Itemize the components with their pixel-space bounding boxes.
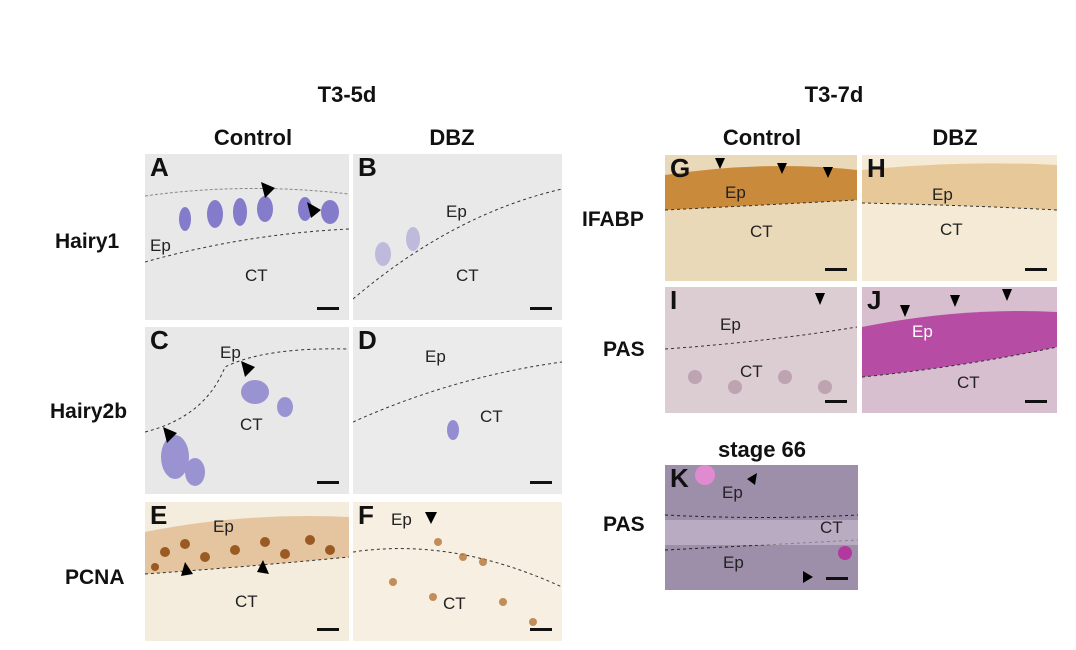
panel-letter: C [150,327,169,355]
scale-bar [1025,268,1047,271]
ep-label-lower: Ep [723,553,744,572]
ep-label: Ep [425,347,446,366]
panel-letter: E [150,502,168,530]
scale-bar [825,400,847,403]
micrograph-e: E Ep CT [145,502,349,641]
ct-label: CT [940,220,963,239]
ep-label: Ep [932,185,953,204]
ep-label: Ep [213,517,234,536]
scale-bar [1025,400,1047,403]
row-label-hairy2b: Hairy2b [50,400,128,423]
ep-label: Ep [446,202,467,221]
micrograph-b: B Ep CT [353,154,562,320]
ep-label: Ep [720,315,741,334]
column-header-control: Control [213,125,293,150]
panel-letter: J [867,287,882,315]
row-label-hairy1: Hairy1 [55,230,120,253]
stage-66-title: stage 66 [717,437,807,462]
scale-bar [826,577,848,580]
ct-label: CT [957,373,980,392]
ct-label: CT [456,266,479,285]
panel-letter: I [670,287,678,315]
ep-label: Ep [722,483,743,502]
ep-label: Ep [150,236,171,255]
row-label-ifabp: IFABP [582,208,644,231]
micrograph-a: A Ep CT [145,154,349,320]
column-header-dbz: DBZ [429,125,475,150]
row-label-pas-stage66: PAS [603,513,645,536]
ct-label: CT [750,222,773,241]
row-label-pcna: PCNA [65,566,125,589]
micrograph-c: C Ep CT [145,327,349,494]
micrograph-k: K Ep CT Ep [665,465,858,590]
ct-label: CT [235,592,258,611]
micrograph-i: I Ep CT [665,287,857,413]
group-title-t3-5d: T3-5d [317,82,377,107]
panel-letter: D [358,327,377,355]
panel-letter: G [670,155,691,183]
ep-label: Ep [391,510,412,529]
micrograph-f: F Ep CT [353,502,562,641]
scale-bar [317,481,339,484]
ct-label: CT [443,594,466,613]
column-header-control-right: Control [722,125,802,150]
panel-letter: K [670,465,689,493]
scale-bar [317,307,339,310]
ct-label: CT [740,362,763,381]
group-title-t3-7d: T3-7d [804,82,864,107]
scale-bar [317,628,339,631]
scale-bar [530,481,552,484]
scale-bar [530,307,552,310]
ct-label: CT [240,415,263,434]
ep-label: Ep [912,322,933,341]
panel-letter: F [358,502,374,530]
ct-label: CT [480,407,503,426]
ct-label: CT [820,518,843,537]
scale-bar [530,628,552,631]
panel-letter: B [358,154,377,182]
ep-label: Ep [220,343,241,362]
row-label-pas: PAS [603,338,645,361]
panel-letter: A [150,154,169,182]
ct-label: CT [245,266,268,285]
panel-letter: H [867,155,886,183]
column-header-dbz-right: DBZ [932,125,978,150]
ep-label: Ep [725,183,746,202]
micrograph-h: H Ep CT [862,155,1057,281]
micrograph-g: G Ep CT [665,155,857,281]
scale-bar [825,268,847,271]
micrograph-j: J Ep CT [862,287,1057,413]
micrograph-d: D Ep CT [353,327,562,494]
